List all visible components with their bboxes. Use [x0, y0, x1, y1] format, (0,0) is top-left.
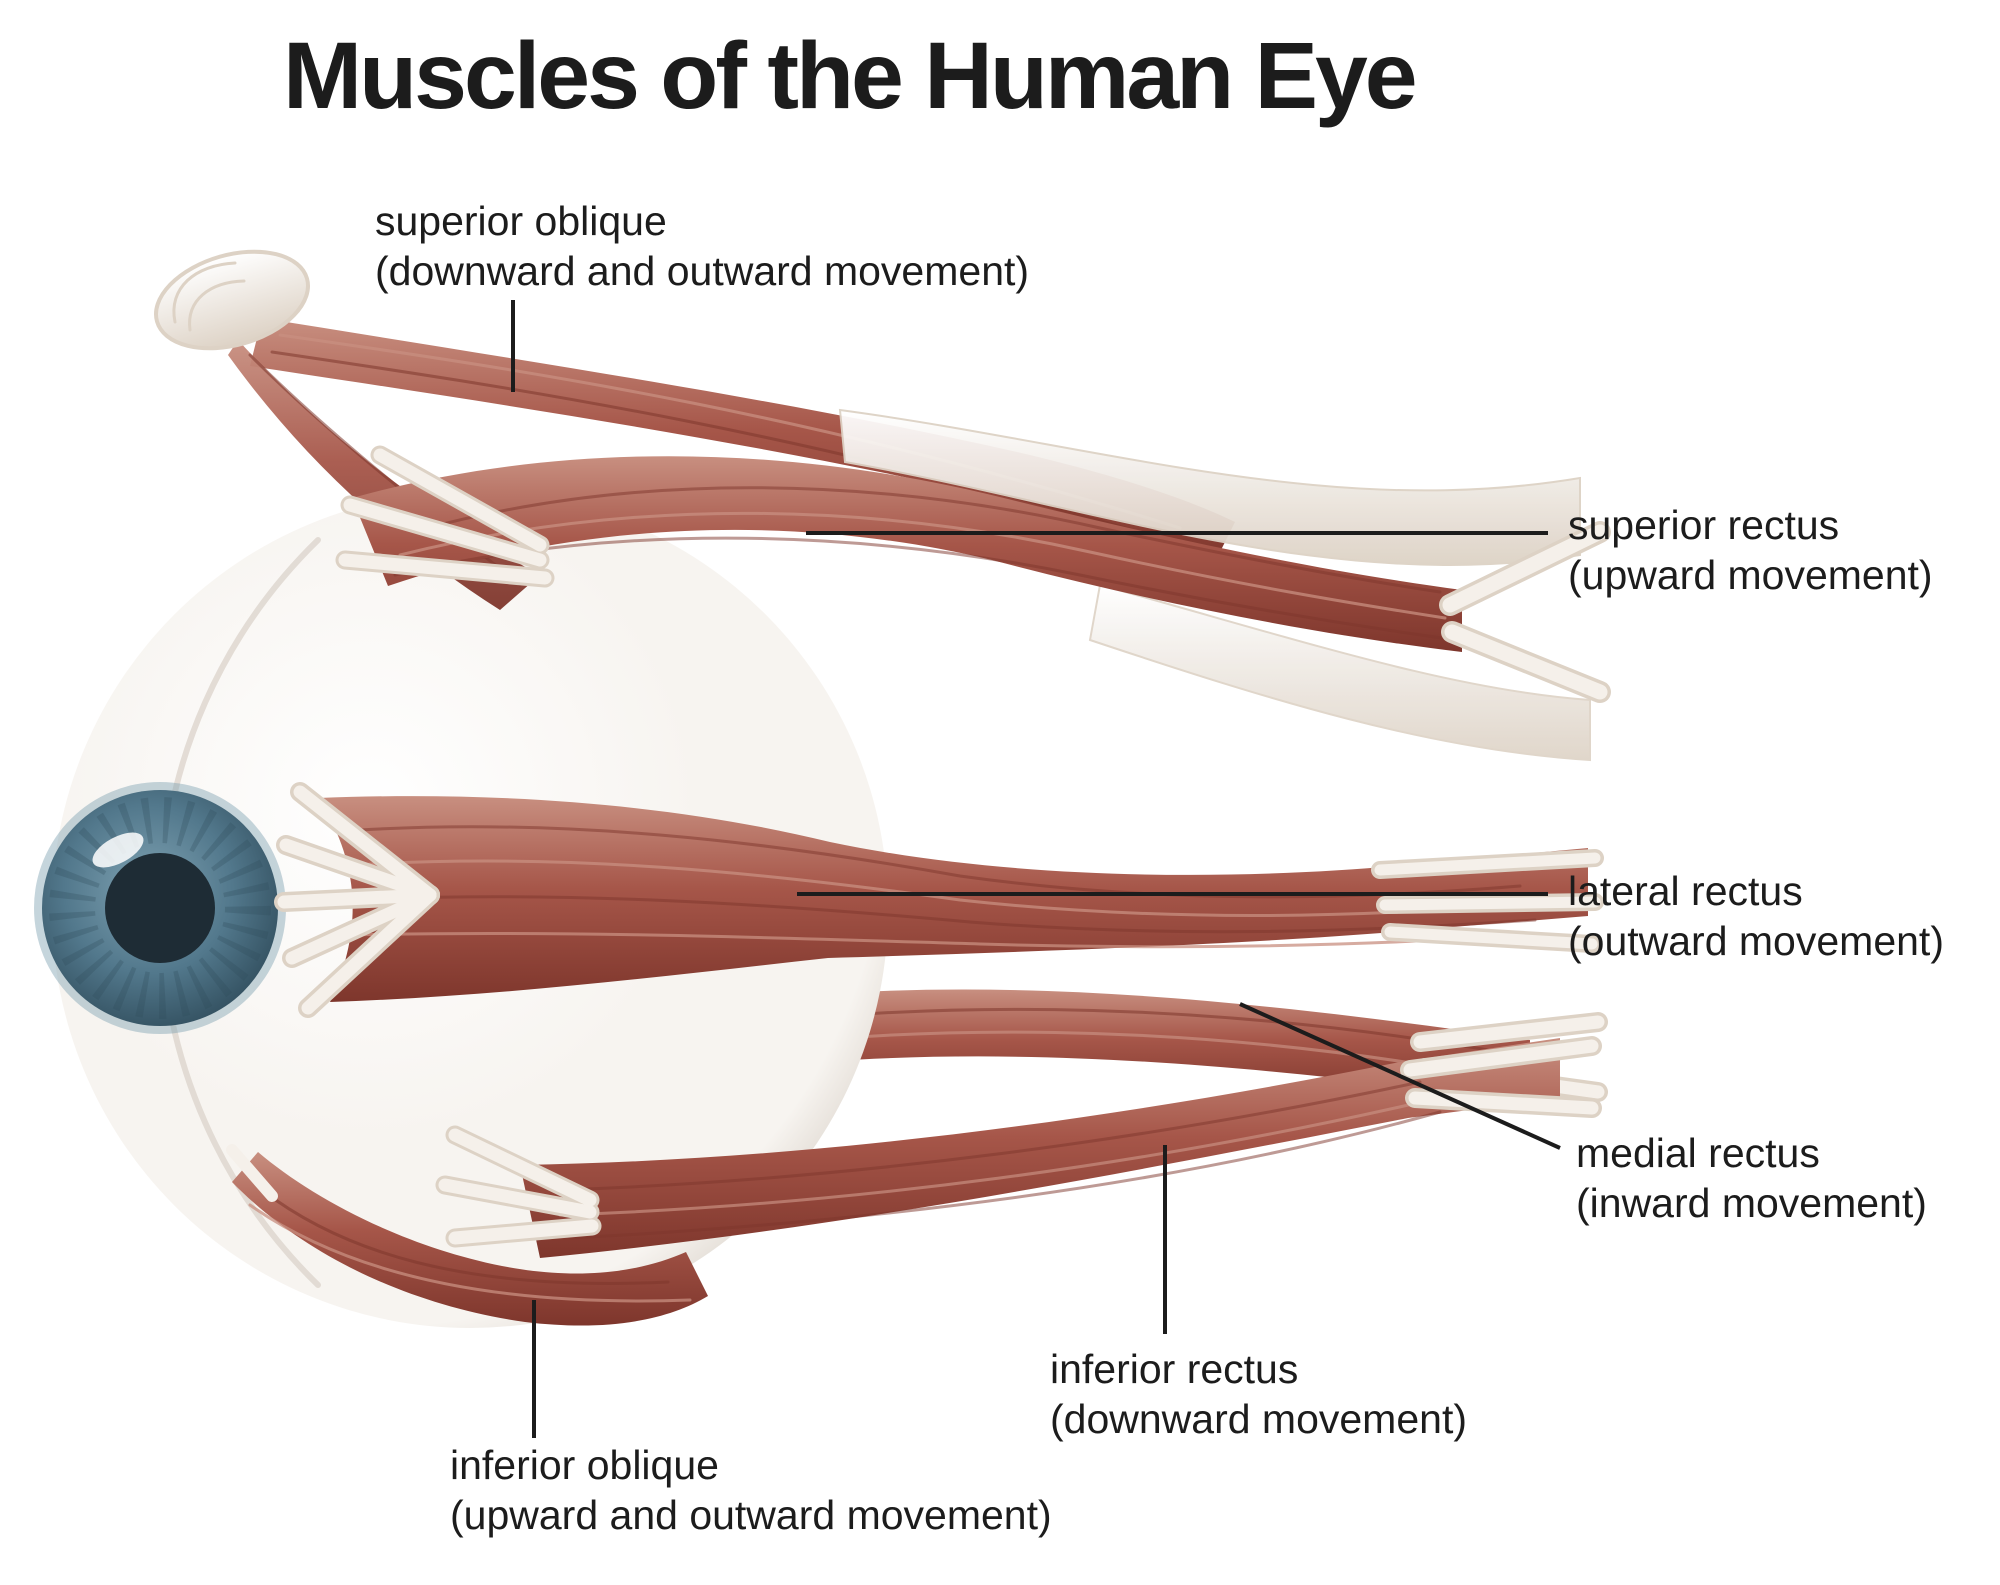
tendon-fiber: [448, 1128, 597, 1207]
superior-oblique-name: superior oblique: [375, 198, 667, 244]
label-inferior-oblique: inferior oblique (upward and outward mov…: [450, 1440, 1052, 1540]
label-superior-rectus: superior rectus (upward movement): [1568, 500, 1933, 600]
lateral-rectus-tendon-tips: [1371, 849, 1604, 953]
inferior-oblique-muscle: [226, 1144, 708, 1326]
superior-rectus-striation: [418, 486, 1442, 594]
superior-rectus-insertion-tendon: [335, 445, 555, 588]
inferior-rectus-insertion-tendon: [435, 1125, 602, 1248]
label-inferior-rectus: inferior rectus (downward movement): [1050, 1344, 1467, 1444]
tendon-tip: [1379, 896, 1601, 911]
medial-rectus-name: medial rectus: [1576, 1130, 1820, 1176]
lateral-rectus-striation: [348, 931, 1542, 949]
iris: [34, 782, 286, 1034]
eye-highlight: [92, 832, 144, 868]
superior-rectus-tendon-tips: [1439, 521, 1611, 703]
tendon-tip: [1413, 1015, 1605, 1049]
lateral-rectus-name: lateral rectus: [1568, 868, 1803, 914]
tendon-fiber: [277, 888, 437, 909]
superior-oblique-belly: [250, 318, 1235, 568]
lateral-rectus-function: (outward movement): [1568, 918, 1944, 965]
tendon-tip: [1408, 1091, 1599, 1115]
superior-rectus-belly: [352, 456, 1462, 652]
tendon-tip: [1442, 524, 1608, 613]
tendon-fiber: [293, 785, 437, 902]
tendon-tip: [1384, 926, 1598, 950]
lateral-rectus-striation: [350, 895, 1537, 934]
label-medial-rectus: medial rectus (inward movement): [1576, 1128, 1927, 1228]
superior-rectus-function: (upward movement): [1568, 552, 1933, 599]
inferior-oblique-striation: [248, 1203, 692, 1303]
tendon-sheaths: [838, 408, 1591, 762]
inferior-oblique-tendon: [226, 1144, 278, 1202]
superior-rectus-striation: [393, 536, 1444, 640]
leader-lines: [511, 300, 1561, 1438]
trochlea: [154, 249, 310, 351]
tendon-tip: [1444, 624, 1608, 700]
iris-striations: [49, 797, 271, 1019]
medial-rectus-function: (inward movement): [1576, 1180, 1927, 1227]
tendon-fiber: [438, 1178, 597, 1219]
tendon-fiber: [279, 838, 437, 902]
page-title: Muscles of the Human Eye: [283, 23, 1418, 129]
tendon-fiber: [373, 448, 547, 552]
lateral-rectus-muscle: [274, 782, 1604, 1018]
tendon-tip: [1374, 852, 1601, 876]
tendon-tip: [1403, 1039, 1599, 1077]
inferior-oblique-name: inferior oblique: [450, 1442, 719, 1488]
inferior-oblique-striation: [260, 1188, 670, 1285]
inferior-rectus-name: inferior rectus: [1050, 1346, 1299, 1392]
eyeball: [34, 492, 888, 1328]
superior-rectus-striation: [398, 511, 1447, 620]
lateral-rectus-striation: [353, 859, 1532, 917]
superior-rectus-muscle: [335, 445, 1611, 703]
tendon-fiber: [343, 498, 547, 567]
inferior-rectus-muscle: [435, 1036, 1602, 1258]
inferior-rectus-function: (downward movement): [1050, 1396, 1467, 1443]
tendon-fiber: [285, 888, 437, 965]
inferior-rectus-tendon-tips: [1400, 1036, 1602, 1118]
lateral-rectus-insertion-tendon: [274, 782, 440, 1018]
inferior-rectus-striation: [568, 1110, 1442, 1240]
superior-oblique-function: (downward and outward movement): [375, 248, 1030, 295]
trochlea-fold: [172, 261, 237, 324]
superior-rectus-name: superior rectus: [1568, 502, 1840, 548]
label-superior-oblique: superior oblique (downward and outward m…: [375, 196, 1029, 296]
pupil: [105, 853, 215, 963]
tendon-fiber: [301, 888, 437, 1015]
tendon-fiber: [338, 553, 552, 585]
inferior-rectus-striation: [558, 1098, 1432, 1217]
inferior-oblique-function: (upward and outward movement): [450, 1492, 1052, 1539]
inferior-rectus-striation: [558, 1080, 1422, 1192]
superior-oblique-insertion-striation: [248, 353, 522, 587]
leader-medial-rectus: [1239, 1002, 1561, 1150]
lower-tendon-sheath: [1088, 583, 1591, 762]
label-lateral-rectus: lateral rectus (outward movement): [1568, 866, 1944, 966]
upper-tendon-sheath: [838, 408, 1581, 567]
tendon-fiber: [448, 1219, 599, 1245]
trochlea-fold: [188, 279, 246, 332]
